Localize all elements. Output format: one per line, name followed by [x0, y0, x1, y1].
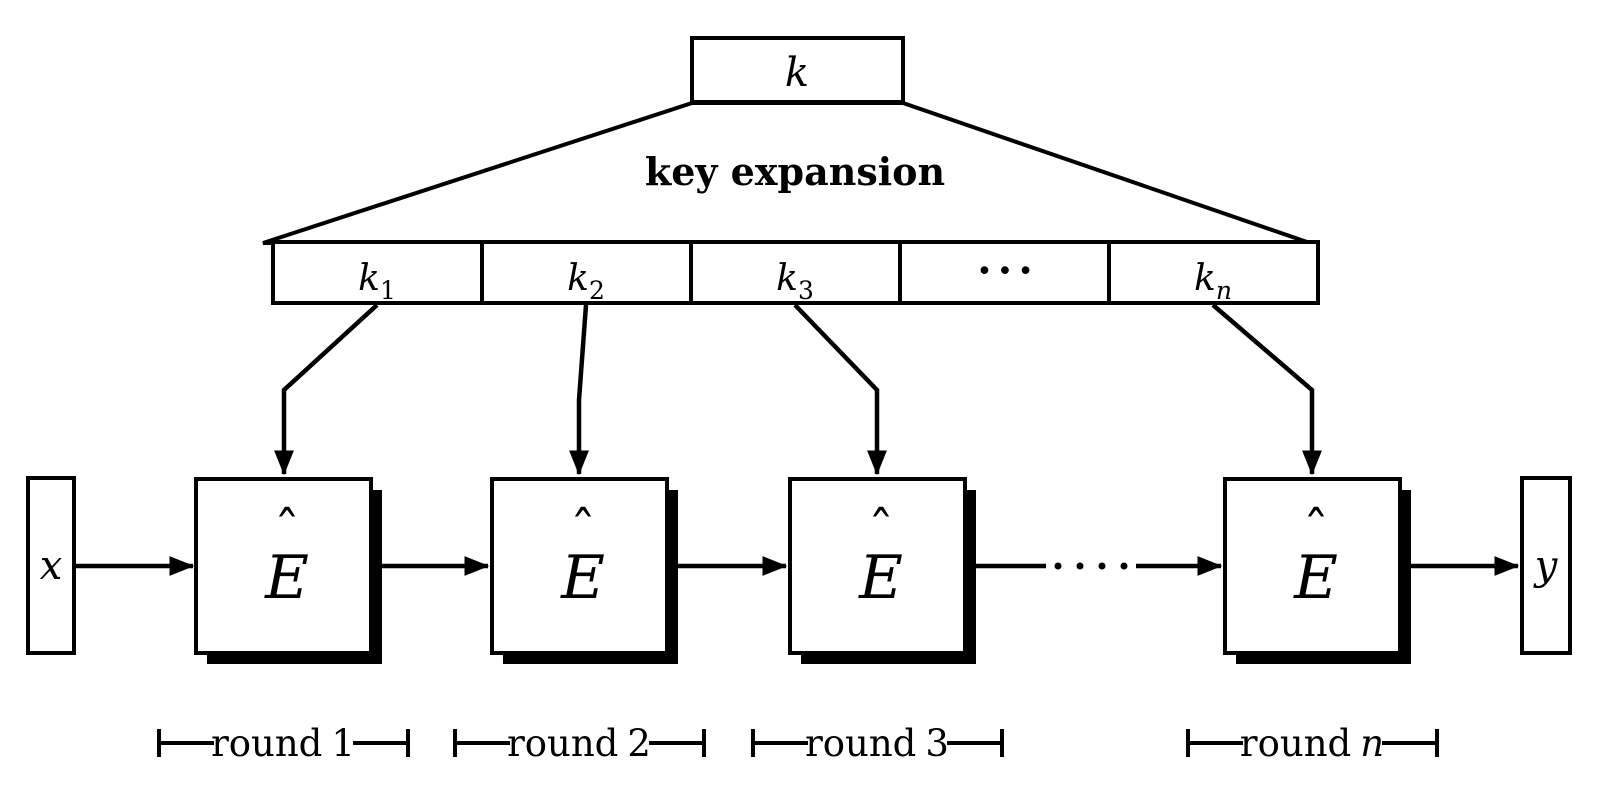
ellipsis-dot-3 — [1098, 562, 1106, 570]
input-label: x — [40, 543, 63, 589]
subkey-arrow-n — [1211, 303, 1322, 476]
round-box-3: ˆ E — [788, 477, 976, 664]
output-label: y — [1533, 543, 1559, 589]
subkey-row: k1 k2 k3 ··· kn — [271, 240, 1320, 305]
round-function-label-2: E — [560, 543, 605, 613]
subkey-label-kn: kn — [1194, 258, 1232, 305]
round-function-label-1: E — [264, 543, 309, 613]
subkey-label-k3: k3 — [776, 258, 814, 305]
output-box — [1520, 476, 1572, 655]
ellipsis-dot-4 — [1120, 562, 1128, 570]
ellipsis-dot-2 — [1076, 562, 1084, 570]
round-box-2-body — [490, 477, 669, 655]
round-function-hat-n: ˆ — [1303, 502, 1329, 562]
round-function-hat-3: ˆ — [868, 502, 894, 562]
input-box — [26, 476, 76, 655]
round-box-3-body — [788, 477, 967, 655]
round-box-n: ˆ E — [1223, 477, 1411, 664]
round-function-label-3: E — [858, 543, 903, 613]
subkey-arrow-1 — [274, 303, 379, 476]
round-box-n-body — [1223, 477, 1402, 655]
key-expansion-label: key expansion — [645, 149, 945, 194]
ellipsis-dot-1 — [1054, 562, 1062, 570]
master-key-box — [690, 36, 905, 104]
subkey-label-k1: k1 — [358, 258, 396, 305]
master-key-label: k — [785, 50, 809, 96]
subkey-arrow-3 — [793, 303, 887, 476]
subkey-arrow-2 — [569, 304, 589, 476]
round-box-1: ˆ E — [194, 477, 382, 664]
arrow-round3-to-roundn-dotted — [966, 556, 1223, 576]
round-function-label-n: E — [1293, 543, 1338, 613]
round-function-hat-1: ˆ — [274, 502, 300, 562]
round-box-1-body — [194, 477, 373, 655]
subkey-label-k2: k2 — [567, 258, 605, 305]
round-function-hat-2: ˆ — [570, 502, 596, 562]
round-box-2: ˆ E — [490, 477, 678, 664]
subkey-label-ellipsis: ··· — [977, 246, 1039, 295]
subkey-row-box — [271, 240, 1320, 305]
